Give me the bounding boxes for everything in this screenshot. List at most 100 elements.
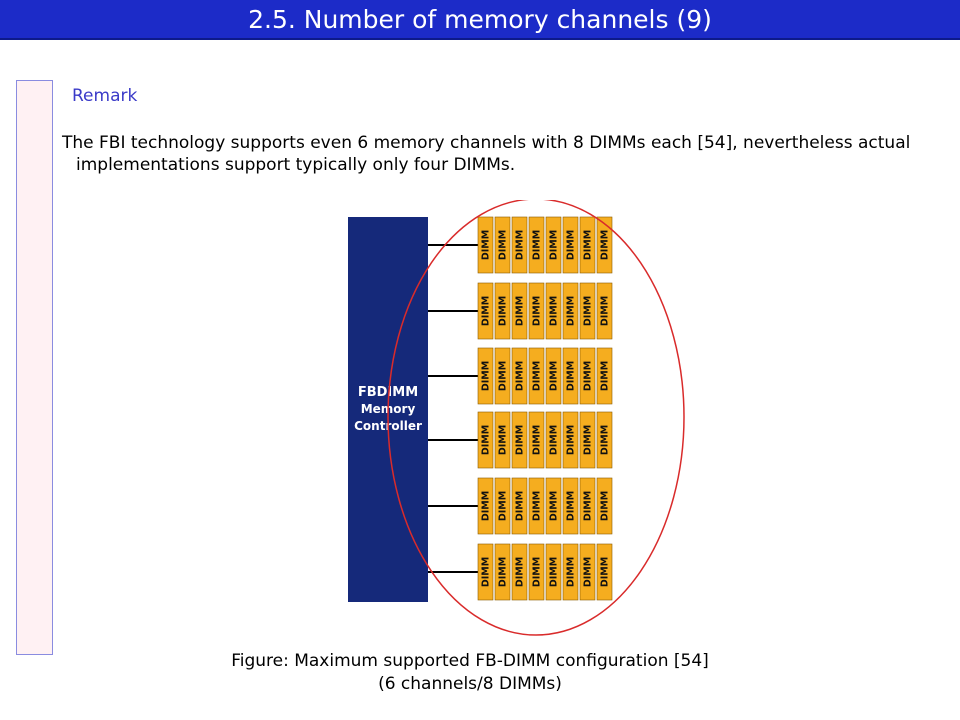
dimm-module [511,411,528,469]
dimm-label: DIMM [549,296,560,326]
dimm-label: DIMM [481,296,492,326]
side-panel [16,80,53,655]
dimm-label: DIMM [498,491,509,521]
dimm-label: DIMM [600,296,611,326]
dimm-module [596,543,613,601]
dimm-label: DIMM [566,361,577,391]
dimm-label: DIMM [583,491,594,521]
dimm-module [511,216,528,274]
dimm-label: DIMM [600,557,611,587]
dimm-label: DIMM [532,491,543,521]
dimm-label: DIMM [481,491,492,521]
dimm-module [579,347,596,405]
dimm-module [545,543,562,601]
remark-label: Remark [72,86,138,106]
dimm-module [562,347,579,405]
dimm-label: DIMM [549,230,560,260]
dimm-module [528,347,545,405]
dimm-label: DIMM [583,296,594,326]
dimm-label: DIMM [549,425,560,455]
dimm-module [528,543,545,601]
dimm-module [545,411,562,469]
dimm-module [545,477,562,535]
dimm-module [562,477,579,535]
dimm-label: DIMM [515,425,526,455]
dimm-module [528,477,545,535]
dimm-module [596,347,613,405]
dimm-module [494,477,511,535]
caption-line-2: (6 channels/8 DIMMs) [378,674,562,694]
dimm-module [562,216,579,274]
dimm-label: DIMM [515,361,526,391]
dimm-label: DIMM [532,361,543,391]
dimm-label: DIMM [515,557,526,587]
body-text: The FBI technology supports even 6 memor… [62,133,911,175]
dimm-label: DIMM [583,557,594,587]
dimm-label: DIMM [549,361,560,391]
dimm-module [528,411,545,469]
dimm-module [511,543,528,601]
dimm-module [596,411,613,469]
dimm-label: DIMM [566,230,577,260]
dimm-module [545,282,562,340]
dimm-label: DIMM [600,361,611,391]
dimm-label: DIMM [532,557,543,587]
dimm-module [511,282,528,340]
dimm-label: DIMM [515,296,526,326]
dimm-module [562,282,579,340]
dimm-module [596,477,613,535]
dimm-label: DIMM [481,425,492,455]
dimm-label: DIMM [566,491,577,521]
controller-label-line1: FBDIMM [358,385,418,400]
dimm-label: DIMM [481,230,492,260]
dimm-module [579,543,596,601]
dimm-module [477,411,494,469]
dimm-label: DIMM [532,230,543,260]
dimm-module [562,543,579,601]
dimm-label: DIMM [600,491,611,521]
dimm-label: DIMM [566,296,577,326]
dimm-module [579,282,596,340]
dimm-module [494,543,511,601]
dimm-label: DIMM [498,296,509,326]
dimm-label: DIMM [498,557,509,587]
dimm-module [494,216,511,274]
dimm-module [579,216,596,274]
dimm-label: DIMM [532,296,543,326]
dimm-label: DIMM [583,361,594,391]
dimm-module [579,411,596,469]
channel-group: DIMM DIMM DIMM DIMM DIMM DIMM DIMM DIMM DIMM DIMM… [428,216,613,601]
dimm-label: DIMM [515,230,526,260]
dimm-label: DIMM [600,425,611,455]
dimm-label: DIMM [583,230,594,260]
dimm-label: DIMM [498,361,509,391]
dimm-module [477,216,494,274]
dimm-label: DIMM [532,425,543,455]
dimm-module [545,216,562,274]
dimm-module [494,282,511,340]
dimm-module [596,282,613,340]
dimm-module [579,477,596,535]
dimm-module [528,216,545,274]
dimm-module [477,347,494,405]
dimm-label: DIMM [566,557,577,587]
figure-caption: Figure: Maximum supported FB-DIMM config… [170,650,770,696]
dimm-label: DIMM [481,361,492,391]
caption-line-1: Figure: Maximum supported FB-DIMM config… [231,651,709,671]
dimm-label: DIMM [583,425,594,455]
dimm-module [494,411,511,469]
dimm-label: DIMM [549,491,560,521]
dimm-label: DIMM [515,491,526,521]
dimm-label: DIMM [498,425,509,455]
dimm-label: DIMM [566,425,577,455]
dimm-label: DIMM [600,230,611,260]
dimm-module [562,411,579,469]
dimm-module [511,347,528,405]
dimm-module [596,216,613,274]
dimm-module [528,282,545,340]
dimm-label: DIMM [481,557,492,587]
dimm-label: DIMM [549,557,560,587]
dimm-module [545,347,562,405]
dimm-module [477,477,494,535]
